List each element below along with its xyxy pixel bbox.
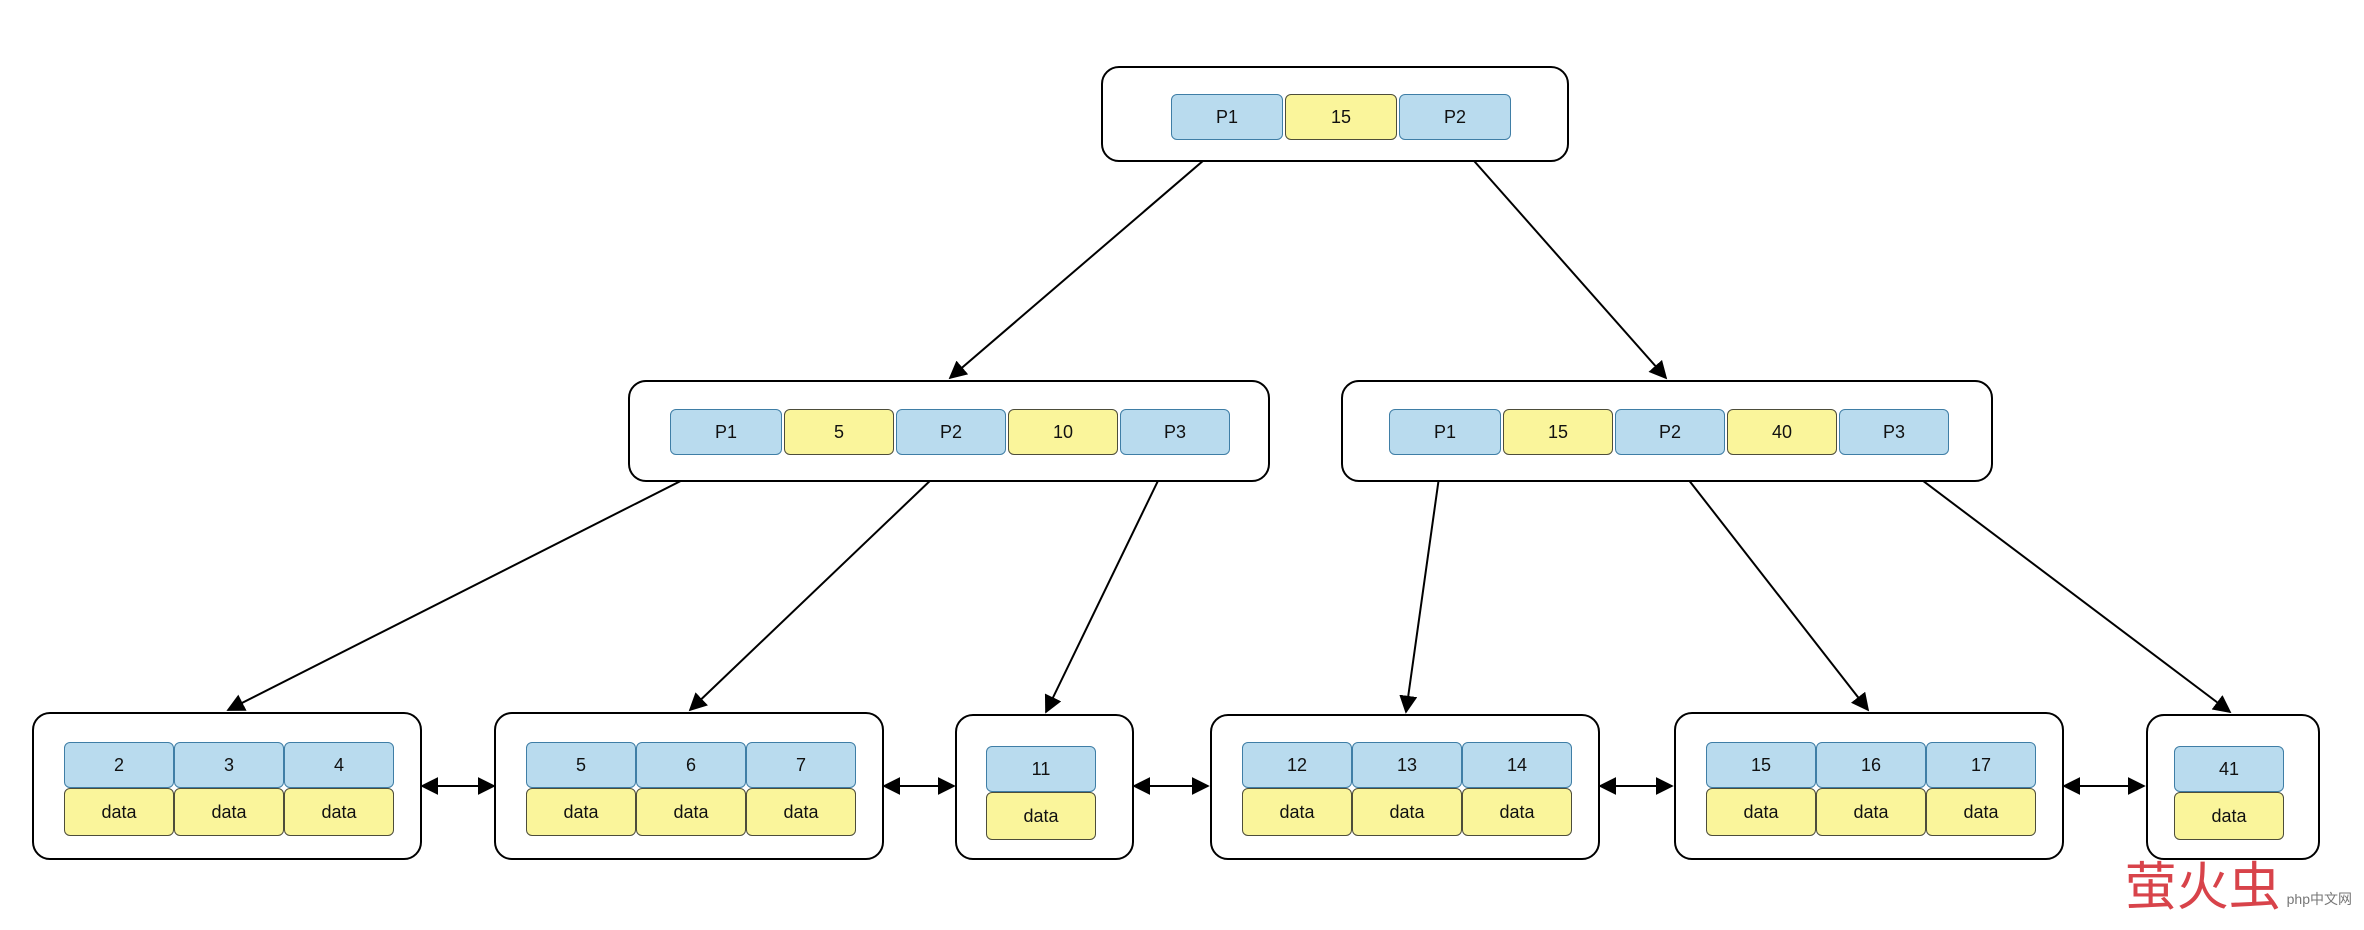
leaf-6-key-1: 41	[2174, 746, 2284, 792]
root-node: P1 15 P2	[1101, 66, 1569, 162]
leaf-1-key-1: 2	[64, 742, 174, 788]
leaf-1-data-3: data	[284, 788, 394, 836]
leaf-1-data-1: data	[64, 788, 174, 836]
tree-edges	[226, 135, 2232, 795]
edge-left-p2	[688, 455, 957, 712]
leaf-node-3: 11 data	[955, 714, 1134, 860]
leaf-6-data-1: data	[2174, 792, 2284, 840]
internal-right-pointer-p3: P3	[1839, 409, 1949, 455]
leaf-node-6: 41 data	[2146, 714, 2320, 860]
leaf-3-data-1: data	[986, 792, 1096, 840]
leaf-2-key-3: 7	[746, 742, 856, 788]
watermark-logo-text: 萤火虫	[2124, 858, 2281, 918]
edge-right-p1	[1399, 455, 1443, 714]
leaf-node-4: 12 13 14 data data data	[1210, 714, 1600, 860]
leaf-4-key-2: 13	[1352, 742, 1462, 788]
internal-right-key-1: 15	[1503, 409, 1613, 455]
internal-left-key-2: 10	[1008, 409, 1118, 455]
leaf-4-data-1: data	[1242, 788, 1352, 836]
leaf-2-data-2: data	[636, 788, 746, 836]
internal-right-pointer-p2: P2	[1615, 409, 1725, 455]
leaf-3-key-1: 11	[986, 746, 1096, 792]
leaf-node-2: 5 6 7 data data data	[494, 712, 884, 860]
root-pointer-p2: P2	[1399, 94, 1511, 140]
leaf-node-1: 2 3 4 data data data	[32, 712, 422, 860]
internal-right-key-2: 40	[1727, 409, 1837, 455]
internal-node-right: P1 15 P2 40 P3	[1341, 380, 1993, 482]
root-pointer-p1: P1	[1171, 94, 1283, 140]
leaf-1-key-2: 3	[174, 742, 284, 788]
leaf-2-data-1: data	[526, 788, 636, 836]
edge-right-p3	[1889, 455, 2232, 714]
leaf-node-5: 15 16 17 data data data	[1674, 712, 2064, 860]
edge-root-left	[948, 135, 1233, 380]
leaf-2-key-1: 5	[526, 742, 636, 788]
edge-left-p1	[226, 455, 731, 711]
edge-root-right	[1451, 135, 1668, 380]
leaf-4-key-3: 14	[1462, 742, 1572, 788]
internal-left-pointer-p3: P3	[1120, 409, 1230, 455]
leaf-5-key-3: 17	[1926, 742, 2036, 788]
watermark-site-text: php中文网	[2286, 891, 2352, 907]
watermark: 萤火虫 php中文网	[2125, 862, 2352, 914]
root-key-1: 15	[1285, 94, 1397, 140]
leaf-4-data-3: data	[1462, 788, 1572, 836]
leaf-5-key-2: 16	[1816, 742, 1926, 788]
leaf-4-key-1: 12	[1242, 742, 1352, 788]
internal-node-left: P1 5 P2 10 P3	[628, 380, 1270, 482]
internal-left-pointer-p1: P1	[670, 409, 782, 455]
leaf-5-key-1: 15	[1706, 742, 1816, 788]
leaf-1-data-2: data	[174, 788, 284, 836]
leaf-2-key-2: 6	[636, 742, 746, 788]
leaf-5-data-2: data	[1816, 788, 1926, 836]
leaf-5-data-1: data	[1706, 788, 1816, 836]
leaf-2-data-3: data	[746, 788, 856, 836]
leaf-4-data-2: data	[1352, 788, 1462, 836]
edge-left-p3	[1044, 455, 1171, 714]
leaf-5-data-3: data	[1926, 788, 2036, 836]
edge-right-p2	[1669, 455, 1870, 712]
internal-left-key-1: 5	[784, 409, 894, 455]
internal-left-pointer-p2: P2	[896, 409, 1006, 455]
internal-right-pointer-p1: P1	[1389, 409, 1501, 455]
leaf-1-key-3: 4	[284, 742, 394, 788]
